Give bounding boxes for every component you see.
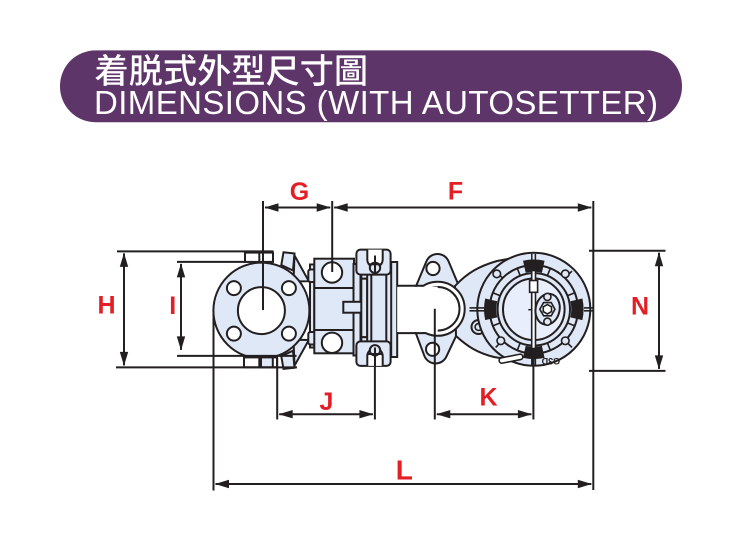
svg-text:DIMENSIONS (WITH AUTOSETTER): DIMENSIONS (WITH AUTOSETTER) — [94, 84, 658, 121]
svg-text:H: H — [97, 292, 115, 320]
svg-text:F: F — [448, 178, 463, 206]
svg-text:N: N — [631, 293, 649, 321]
svg-text:G: G — [290, 178, 309, 206]
svg-text:L: L — [396, 455, 413, 486]
svg-text:J: J — [320, 388, 334, 416]
svg-text:I: I — [169, 292, 176, 320]
svg-text:G3D: G3D — [541, 356, 560, 366]
svg-text:K: K — [479, 384, 497, 412]
